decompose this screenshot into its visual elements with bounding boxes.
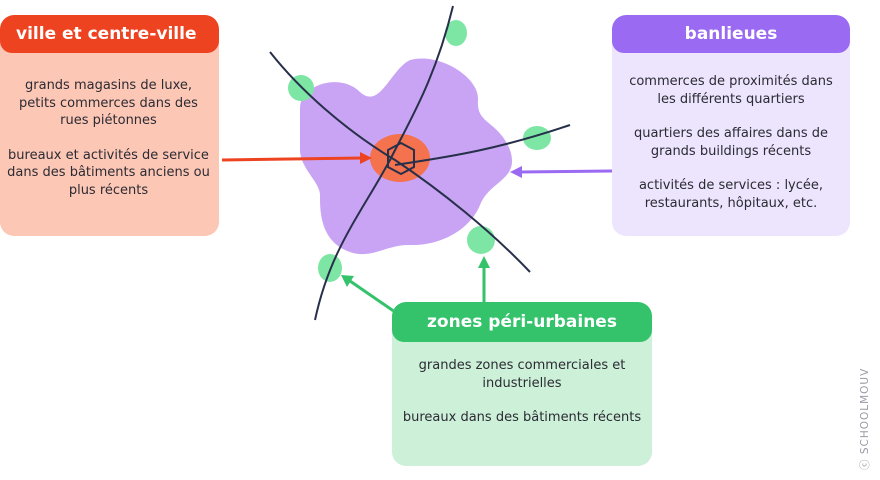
banlieues-text: activités de services : lycée, restauran…	[638, 178, 824, 211]
centre-hexagon	[387, 141, 415, 176]
banlieues-title: banlieues	[612, 15, 850, 53]
banlieues-text: quartiers des affaires dans de grands bu…	[634, 126, 828, 159]
ville-arrow	[221, 156, 363, 162]
banlieues-arrow-head	[510, 166, 522, 178]
ville-centre-box: ville et centre-ville grands magasins de…	[0, 15, 219, 236]
banlieues-box: banlieues commerces de proximités dans l…	[612, 15, 850, 236]
peri-node	[467, 226, 495, 254]
ville-text: grands magasins de luxe, petits commerce…	[19, 78, 198, 128]
banlieues-text: commerces de proximités dans les différe…	[629, 74, 833, 107]
copyright-label: ⓒ SCHOOLMOUV	[859, 367, 871, 470]
road	[314, 5, 454, 321]
peri-title: zones péri-urbaines	[392, 302, 652, 342]
roads	[269, 5, 571, 321]
peri-text: bureaux dans des bâtiments récents	[402, 410, 642, 425]
peri-text: grandes zones commerciales et industriel…	[418, 358, 626, 391]
banlieues-arrow	[519, 169, 613, 174]
ville-text: bureaux et activités de service dans des…	[7, 147, 210, 198]
peri-arrow-left-head	[341, 275, 354, 287]
road	[394, 124, 571, 166]
ville-body: grands magasins de luxe, petits commerce…	[0, 53, 219, 199]
banlieues-body: commerces de proximités dans les différe…	[612, 53, 850, 212]
peri-node	[523, 126, 551, 150]
peri-node	[445, 20, 467, 46]
peri-arrow-left	[349, 279, 396, 314]
road	[269, 51, 531, 273]
peri-body: grandes zones commerciales et industriel…	[392, 342, 652, 427]
ville-arrow-head	[360, 152, 372, 164]
ville-title: ville et centre-ville	[0, 15, 219, 53]
peri-arrow-up-head	[478, 256, 490, 268]
peri-urban-box: zones péri-urbaines grandes zones commer…	[392, 302, 652, 466]
